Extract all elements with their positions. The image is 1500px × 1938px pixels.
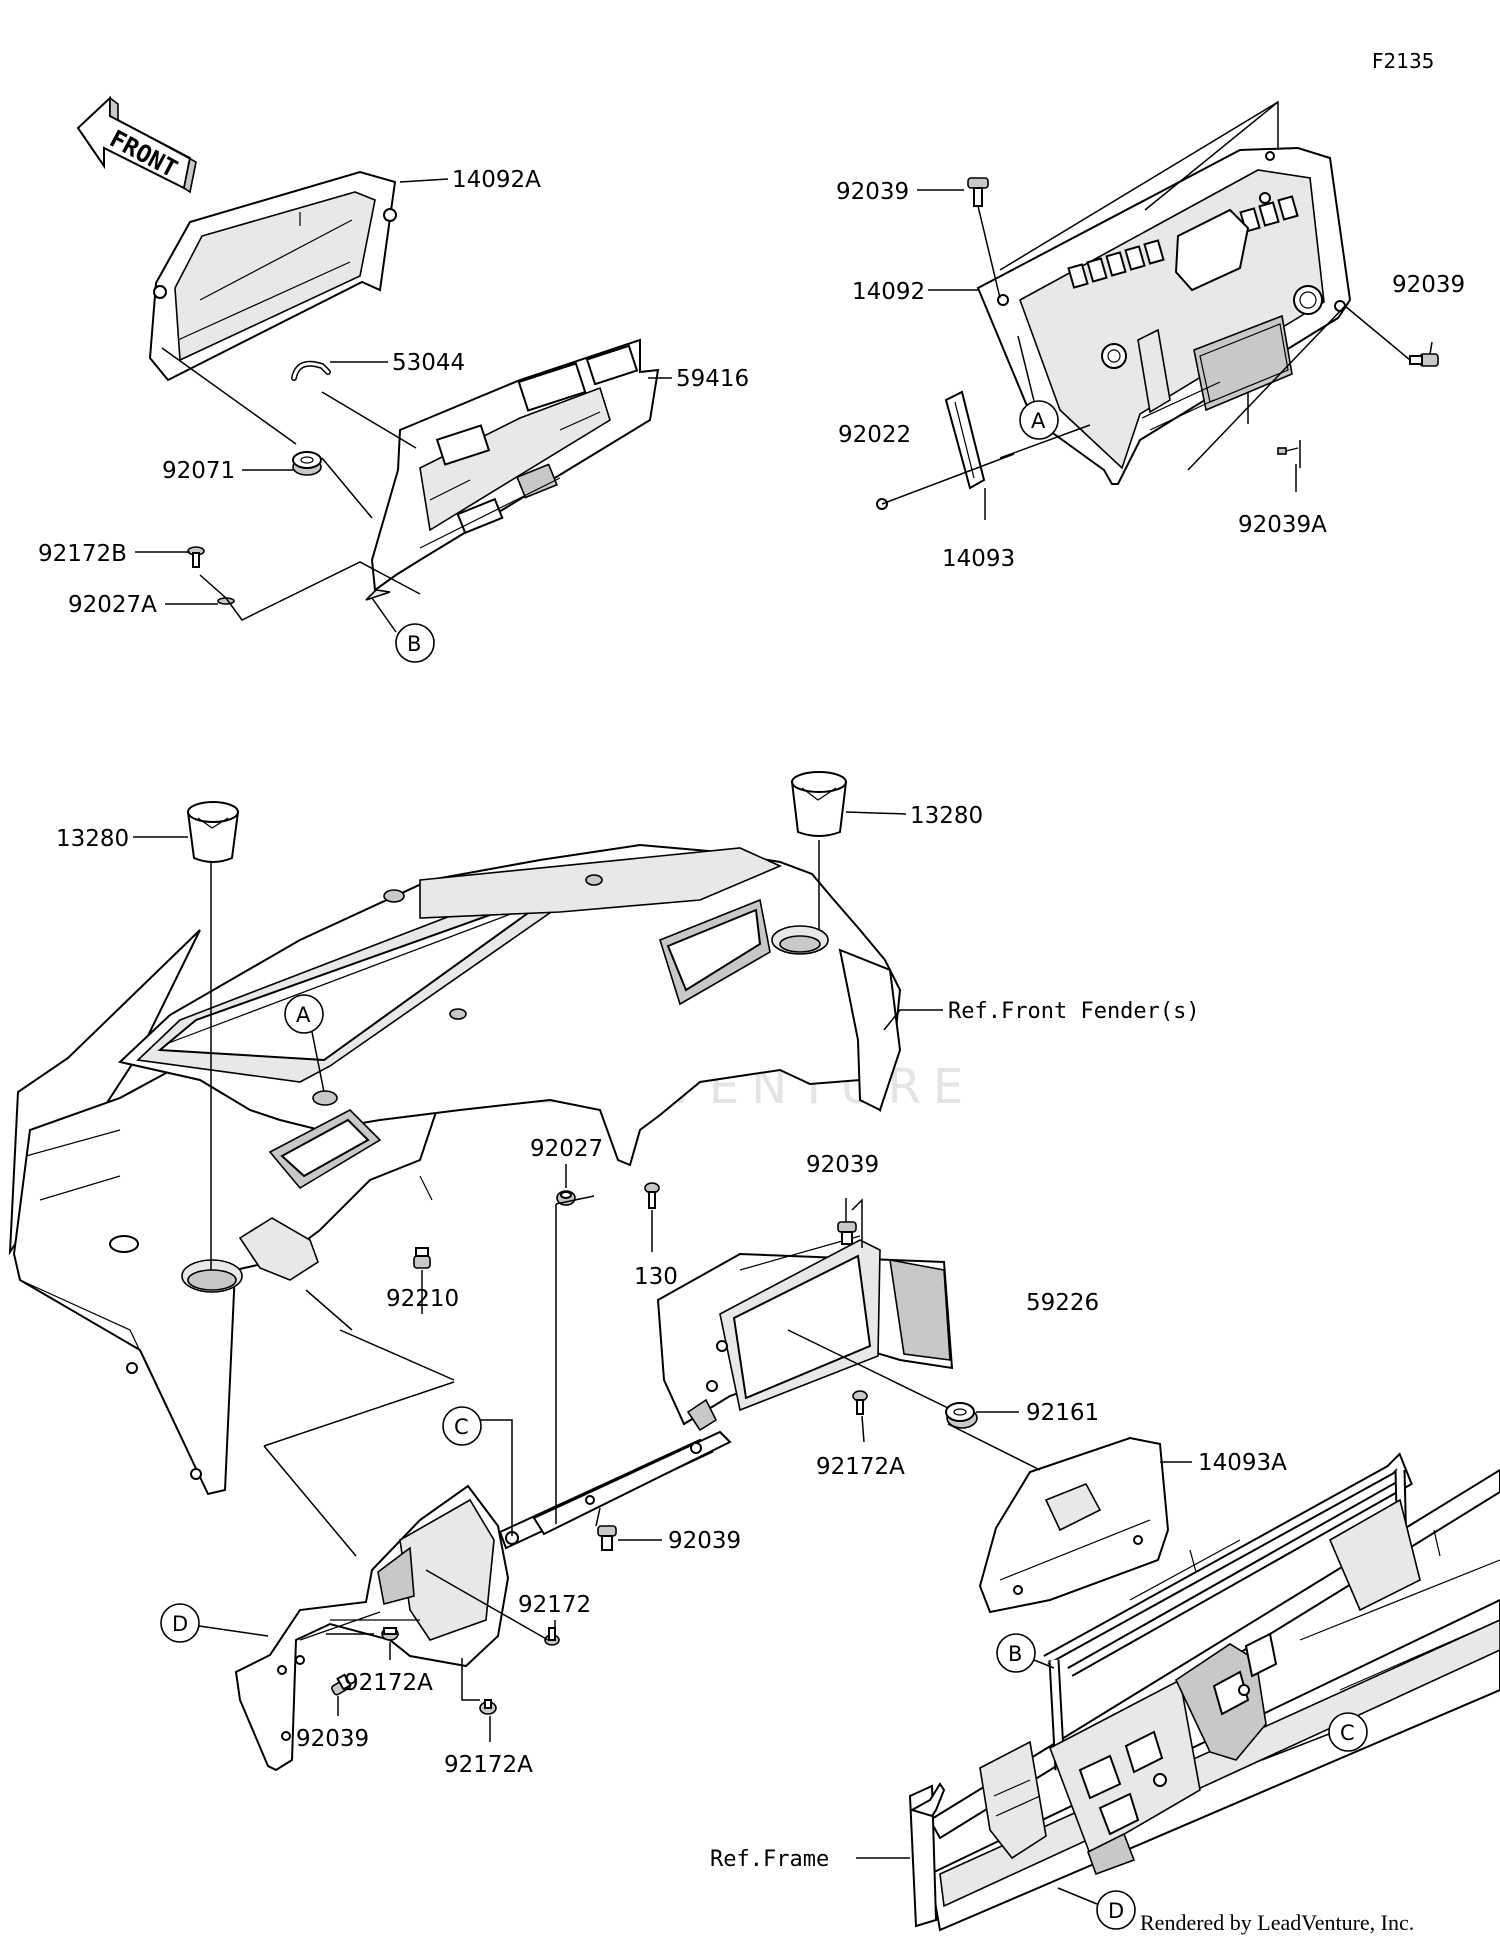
label-92027: 92027: [530, 1136, 603, 1162]
marker-D-left: D: [160, 1603, 200, 1643]
clip-92039-mid: [837, 1221, 857, 1245]
cupholder-13280-left: [186, 801, 240, 863]
screw-130: [644, 1182, 660, 1209]
label-14092: 14092: [852, 279, 925, 305]
label-92172A-low2: 92172A: [444, 1752, 533, 1778]
marker-A-top: A: [1019, 400, 1059, 440]
screw-92172A-low1: [381, 1627, 399, 1641]
clip-92039-low: [597, 1525, 617, 1551]
front-arrow-icon: FRONT: [76, 95, 197, 194]
lower-left-panel: [234, 1484, 510, 1772]
bezel-frame-14092A: [148, 170, 397, 382]
svg-text:D: D: [172, 1612, 188, 1636]
label-92161: 92161: [1026, 1400, 1099, 1426]
ecu-bracket-59416: [365, 338, 660, 601]
marker-D-frame: D: [1096, 1890, 1136, 1930]
marker-B-frame: B: [996, 1633, 1036, 1673]
panel-59226: [656, 1235, 954, 1426]
label-92039-top: 92039: [836, 179, 909, 205]
marker-B-top: B: [395, 623, 435, 663]
instrument-panel-14092: [976, 146, 1352, 485]
clip-92039-bottom: [331, 1673, 352, 1696]
svg-text:A: A: [1031, 409, 1046, 433]
label-59226: 59226: [1026, 1290, 1099, 1316]
label-92039-mid: 92039: [806, 1152, 879, 1178]
label-92022: 92022: [838, 422, 911, 448]
label-130: 130: [634, 1264, 678, 1290]
label-59416: 59416: [676, 366, 749, 392]
screw-92172B: [187, 546, 205, 568]
cupholder-13280-right: [790, 771, 848, 837]
svg-text:A: A: [296, 1003, 311, 1027]
clip-92039-top: [967, 177, 989, 207]
marker-C-frame: C: [1328, 1712, 1368, 1752]
label-92172A-mid: 92172A: [816, 1454, 905, 1480]
label-92210: 92210: [386, 1286, 459, 1312]
svg-text:B: B: [1008, 1642, 1022, 1666]
label-92172A-low1: 92172A: [344, 1670, 433, 1696]
grommet-92161: [945, 1402, 978, 1429]
marker-C-mid: C: [442, 1406, 482, 1446]
marker-A-dash: A: [284, 994, 324, 1034]
screw-92039A: [1277, 447, 1299, 455]
screw-92172: [544, 1627, 560, 1646]
svg-text:C: C: [1340, 1721, 1355, 1745]
nut-92210: [413, 1247, 431, 1269]
plate-14093: [944, 390, 986, 490]
frame-assembly: [908, 1452, 1500, 1932]
label-14092A: 14092A: [452, 167, 541, 193]
screw-92172A-low2: [479, 1699, 497, 1715]
clip-92039-right: [1409, 353, 1439, 367]
dashboard-main: [8, 843, 902, 1496]
label-53044: 53044: [392, 350, 465, 376]
label-92039-right: 92039: [1392, 272, 1465, 298]
screw-92172A-mid: [852, 1390, 868, 1415]
label-92039-bottom: 92039: [296, 1726, 369, 1752]
label-92039-low: 92039: [668, 1528, 741, 1554]
label-92039A: 92039A: [1238, 512, 1327, 538]
credit-text: Rendered by LeadVenture, Inc.: [1140, 1910, 1414, 1935]
svg-text:C: C: [454, 1415, 469, 1439]
label-ref-front-fender: Ref.Front Fender(s): [948, 999, 1200, 1024]
center-rail-bracket: [498, 1398, 732, 1550]
label-92027A: 92027A: [68, 592, 157, 618]
grommet-92071: [292, 451, 322, 476]
hose-53044-inner: [292, 362, 330, 380]
label-ref-frame: Ref.Frame: [710, 1847, 829, 1872]
lid-14093A: [978, 1436, 1170, 1614]
label-92172: 92172: [518, 1592, 591, 1618]
diagram-code: F2135: [1372, 49, 1434, 73]
label-92172B: 92172B: [38, 541, 127, 567]
label-14093: 14093: [942, 546, 1015, 572]
label-14093A: 14093A: [1198, 1450, 1287, 1476]
label-13280-left: 13280: [56, 826, 129, 852]
svg-text:D: D: [1108, 1899, 1124, 1923]
label-13280-right: 13280: [910, 803, 983, 829]
label-92071: 92071: [162, 458, 235, 484]
svg-text:B: B: [407, 632, 421, 656]
